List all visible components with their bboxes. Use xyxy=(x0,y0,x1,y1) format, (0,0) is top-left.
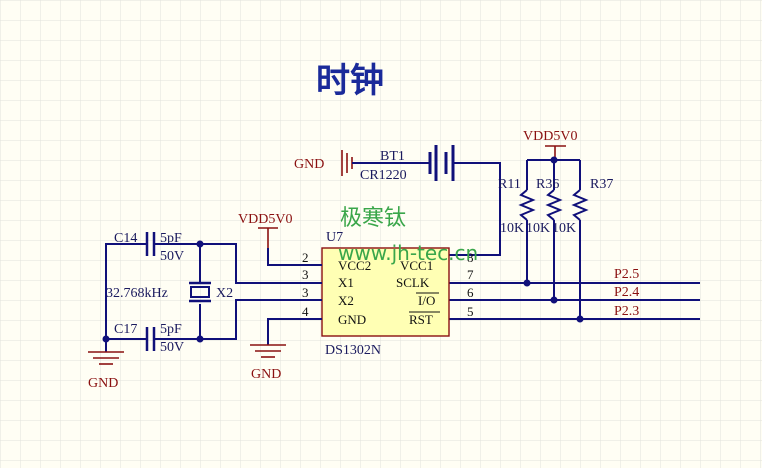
chip-ref: U7 xyxy=(326,230,343,245)
gnd-left-label: GND xyxy=(88,376,118,391)
c14-ref: C14 xyxy=(114,231,137,246)
pin-num-6: 6 xyxy=(467,285,474,300)
c17-ref: C17 xyxy=(114,322,137,337)
r37-value: 10K xyxy=(552,221,576,236)
r36-value: 10K xyxy=(526,221,550,236)
diagram-title: 时钟 xyxy=(316,61,384,101)
pin-name-gnd: GND xyxy=(338,312,366,327)
r11-value: 10K xyxy=(500,221,524,236)
c17-value: 5pF xyxy=(160,322,182,337)
crystal-freq: 32.768kHz xyxy=(106,286,168,301)
net-p23: P2.3 xyxy=(614,304,639,319)
watermark-cn: 极寒钛 xyxy=(340,206,406,231)
net-p24: P2.4 xyxy=(614,285,639,300)
crystal-ref: X2 xyxy=(216,286,233,301)
output-nets xyxy=(449,282,700,320)
battery-bt1 xyxy=(341,145,501,256)
pin-num-5: 5 xyxy=(467,304,474,319)
pin-num-3b: 3 xyxy=(302,285,309,300)
pin-num-4: 4 xyxy=(302,304,309,319)
r37-ref: R37 xyxy=(590,177,613,192)
pin-name-x1: X1 xyxy=(338,275,354,290)
pin-num-3a: 3 xyxy=(302,267,309,282)
pin-name-rst: RST xyxy=(409,312,433,327)
bt1-ref: BT1 xyxy=(380,149,405,164)
pin-name-io: I/O xyxy=(418,293,435,308)
gnd-battery-label: GND xyxy=(294,157,324,172)
pin-num-2: 2 xyxy=(302,250,309,265)
crystal-circuit xyxy=(88,232,322,365)
vdd-left-symbol xyxy=(258,227,322,266)
c17-voltage: 50V xyxy=(160,340,184,355)
chip-part: DS1302N xyxy=(325,343,381,358)
pin-name-vcc2: VCC2 xyxy=(338,258,371,273)
pin-name-vcc1: VCC1 xyxy=(400,258,433,273)
vdd-top-label: VDD5V0 xyxy=(523,129,577,144)
pin-num-7: 7 xyxy=(467,267,474,282)
pin-num-8: 8 xyxy=(467,250,474,265)
pin-name-sclk: SCLK xyxy=(396,275,430,290)
gnd-mid-symbol xyxy=(250,318,322,358)
gnd-mid-label: GND xyxy=(251,367,281,382)
r36-ref: R36 xyxy=(536,177,559,192)
chip-body xyxy=(321,247,450,337)
net-p25: P2.5 xyxy=(614,267,639,282)
c14-voltage: 50V xyxy=(160,249,184,264)
watermark-url: www.jh-tec.cn xyxy=(338,241,478,265)
r11-ref: R11 xyxy=(498,177,521,192)
c14-value: 5pF xyxy=(160,231,182,246)
pin-name-x2: X2 xyxy=(338,293,354,308)
bt1-value: CR1220 xyxy=(360,168,407,183)
pullup-network xyxy=(518,145,589,323)
vdd-left-label: VDD5V0 xyxy=(238,212,292,227)
